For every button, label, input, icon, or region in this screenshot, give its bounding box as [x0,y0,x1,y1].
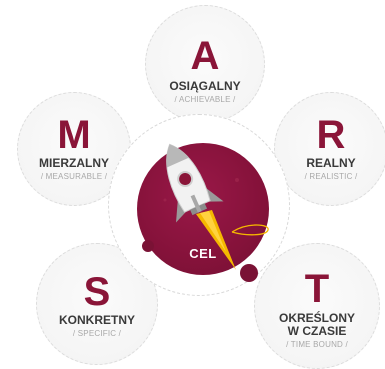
letter-s: S [83,270,111,314]
bubble-t: T OKREŚLONY W CZASIE / TIME BOUND / [254,243,380,369]
deco-dot-small [142,240,154,252]
letter-m: M [57,113,91,157]
deco-dot-tiny [235,178,239,182]
rocket-icon [166,143,224,223]
center-label: CEL [189,246,217,261]
word-realistic: REALNY [306,156,356,170]
sub-measurable: / MEASURABLE / [40,172,108,181]
sub-specific: / SPECIFIC / [72,329,122,338]
orbit-swirl-icon [231,224,269,236]
letter-t: T [304,267,330,311]
rocket-illustration [142,143,269,282]
sub-achievable: / ACHIEVABLE / [174,95,236,104]
word-measurable: MIERZALNY [39,156,109,170]
word-achievable: OSIĄGALNY [169,79,241,93]
word-specific: KONKRETNY [58,313,135,327]
bubble-a: A OSIĄGALNY / ACHIEVABLE / [145,5,265,123]
rocket-flame-icon [196,210,236,270]
letter-a: A [190,34,220,78]
word-time-bound-line1: OKREŚLONY [278,311,355,325]
letter-r: R [316,113,346,157]
sub-realistic: / REALISTIC / [304,172,358,181]
bubble-r: R REALNY / REALISTIC / [274,92,385,206]
sub-time-bound: / TIME BOUND / [286,340,348,349]
word-time-bound-line2: W CZASIE [287,324,347,338]
deco-dot-large [240,264,258,282]
deco-dot-tiny-2 [163,198,167,202]
